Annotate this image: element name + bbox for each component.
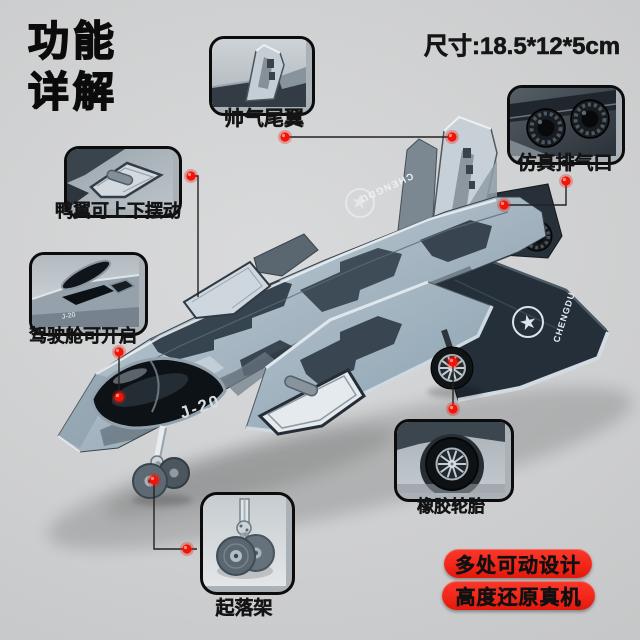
callout-cockpit-label: 驾驶舱可开启 <box>29 326 137 346</box>
page-title-line2: 详解 <box>27 68 118 116</box>
cockpit-photo: J-20 <box>32 255 139 327</box>
callout-canard-label: 鸭翼可上下摆动 <box>55 201 181 221</box>
exhaust-photo <box>510 88 616 156</box>
callout-exhaust-label: 仿真排气口 <box>517 153 613 174</box>
callout-tire-box <box>394 419 514 502</box>
callout-cockpit-box: J-20 <box>29 252 148 336</box>
feature-badge-movable: 多处可动设计 <box>444 549 592 578</box>
callout-gear-label: 起落架 <box>215 598 273 619</box>
callout-canard-box <box>64 146 182 218</box>
tail-photo <box>212 39 306 107</box>
tire-photo <box>397 422 505 493</box>
gear-photo <box>203 495 286 586</box>
model-marking-mini: J-20 <box>61 312 76 321</box>
callout-tail-label: 帅气尾翼 <box>224 108 304 130</box>
near-canard <box>182 260 272 320</box>
star-glyph-far-wing: ★ <box>517 310 539 335</box>
callout-tail-box <box>209 36 315 116</box>
star-roundel-dorsal <box>345 188 375 218</box>
canard-photo <box>67 149 173 209</box>
page-title-line1: 功能 <box>27 17 118 65</box>
callout-gear-box <box>200 492 295 595</box>
star-roundel-far-wing <box>512 306 544 338</box>
size-spec: 尺寸:18.5*12*5cm <box>424 33 621 61</box>
feature-badge-realistic: 高度还原真机 <box>442 581 595 610</box>
nose-landing-gear <box>132 425 192 506</box>
cockpit-canopy <box>90 356 227 430</box>
page-title: 功能 详解 <box>27 16 118 118</box>
callout-exhaust-box <box>507 85 625 165</box>
ventral-flap <box>257 368 367 436</box>
callout-tire-label: 橡胶轮胎 <box>417 497 485 516</box>
